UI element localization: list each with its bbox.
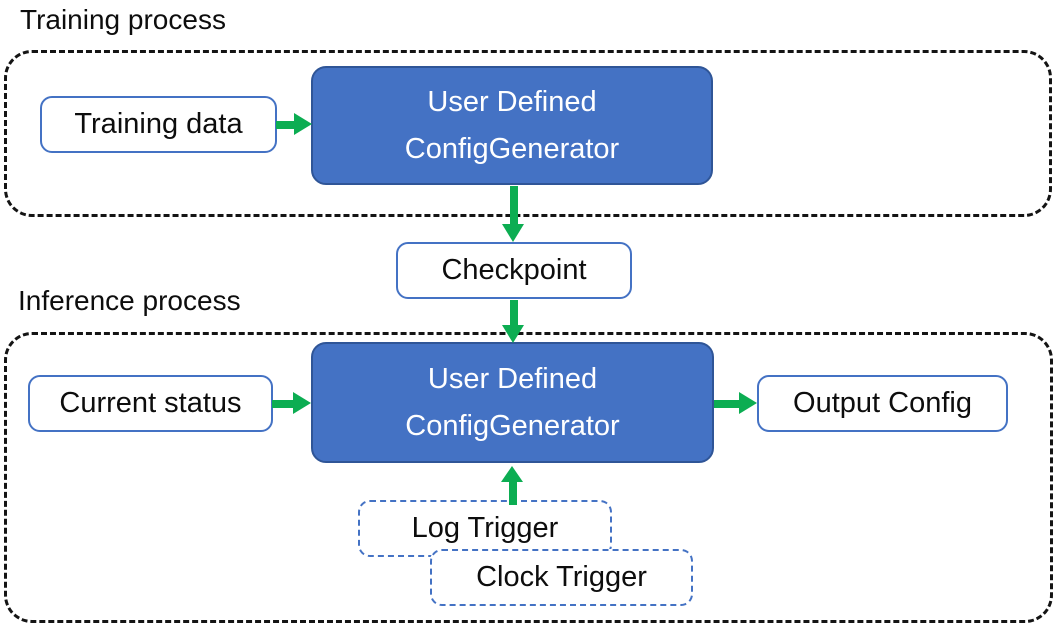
arrow-checkpoint-to-inference-generator <box>502 300 525 343</box>
training-generator-label-line2: ConfigGenerator <box>404 132 620 165</box>
log-trigger-box: Log Trigger <box>358 500 612 557</box>
arrow-triggers-to-generator <box>501 466 524 505</box>
arrow-shaft <box>509 186 518 226</box>
training-data-label: Training data <box>74 108 243 140</box>
inference-generator-box: User Defined ConfigGenerator <box>311 342 714 463</box>
training-process-container <box>4 50 1052 217</box>
inference-generator-label-line1: User Defined <box>427 362 598 395</box>
current-status-label: Current status <box>59 387 242 419</box>
arrow-generator-to-output-config <box>714 392 757 415</box>
arrow-head <box>293 392 311 414</box>
training-data-box: Training data <box>40 96 277 153</box>
clock-trigger-label: Clock Trigger <box>476 561 647 593</box>
arrow-shaft <box>714 400 741 408</box>
inference-process-title: Inference process <box>18 285 241 316</box>
training-generator-box: User Defined ConfigGenerator <box>311 66 713 185</box>
checkpoint-box: Checkpoint <box>396 242 632 299</box>
arrow-head <box>501 466 523 482</box>
training-process-title: Training process <box>20 4 226 35</box>
arrow-shaft <box>508 480 517 505</box>
arrow-head <box>294 113 312 135</box>
output-config-label: Output Config <box>793 387 972 419</box>
arrow-current-status-to-generator <box>272 392 311 415</box>
arrow-shaft <box>276 121 296 129</box>
output-config-box: Output Config <box>757 375 1008 432</box>
checkpoint-label: Checkpoint <box>441 254 587 286</box>
inference-process-container <box>4 332 1053 623</box>
arrow-head <box>502 325 524 343</box>
arrow-head <box>502 224 524 242</box>
arrow-shaft <box>509 300 518 327</box>
arrow-training-data-to-generator <box>276 113 312 136</box>
training-generator-label-line1: User Defined <box>427 85 597 118</box>
arrow-generator-to-checkpoint <box>502 186 525 242</box>
clock-trigger-box: Clock Trigger <box>430 549 693 606</box>
inference-generator-label-line2: ConfigGenerator <box>405 409 620 442</box>
log-trigger-label: Log Trigger <box>411 512 559 544</box>
arrow-shaft <box>272 400 295 408</box>
arrow-head <box>739 392 757 414</box>
current-status-box: Current status <box>28 375 273 432</box>
